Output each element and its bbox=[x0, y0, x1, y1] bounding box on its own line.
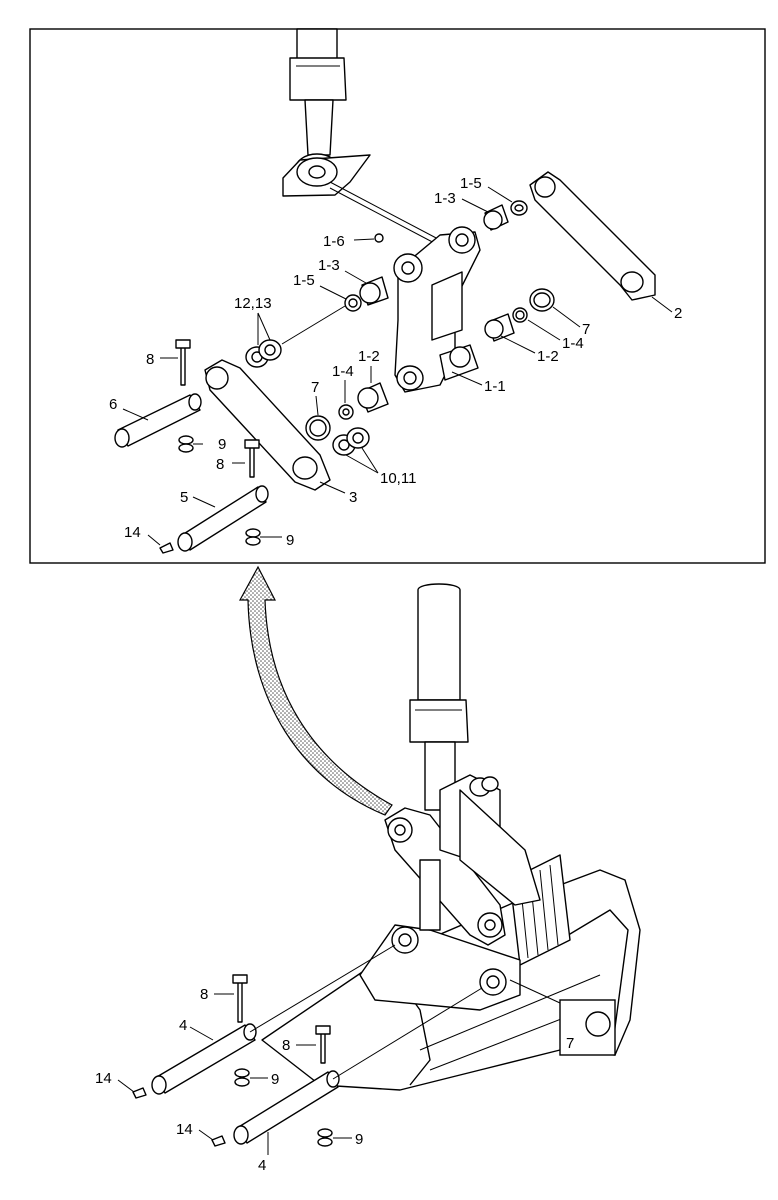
callout-1-5-lower: 1-5 bbox=[293, 272, 315, 289]
leader-lines-top bbox=[122, 186, 673, 546]
callout-1-5-upper: 1-5 bbox=[460, 175, 482, 192]
callout-9-upper: 9 bbox=[218, 436, 226, 453]
callout-14-middle: 14 bbox=[95, 1070, 112, 1087]
callout-7-upper: 7 bbox=[582, 321, 590, 338]
cylinder-rod-top bbox=[282, 28, 441, 247]
callout-5: 5 bbox=[180, 489, 188, 506]
callout-9-lower: 9 bbox=[286, 532, 294, 549]
pin-5 bbox=[159, 439, 269, 554]
pin-4-lower bbox=[211, 987, 483, 1147]
detail-frame bbox=[29, 28, 766, 564]
callout-8-bottom-upper: 8 bbox=[200, 986, 208, 1003]
leader-lines-bottom bbox=[117, 993, 352, 1155]
callout-2: 2 bbox=[674, 305, 682, 322]
link-3 bbox=[204, 359, 331, 491]
callout-9-bottom-lower: 9 bbox=[355, 1131, 363, 1148]
callout-14-upper: 14 bbox=[124, 524, 141, 541]
callout-1-2-left: 1-2 bbox=[358, 348, 380, 365]
callout-1-4-right: 1-4 bbox=[562, 335, 584, 352]
callout-8-middle: 8 bbox=[216, 456, 224, 473]
callout-1-3-upper: 1-3 bbox=[434, 190, 456, 207]
callout-6: 6 bbox=[109, 396, 117, 413]
callout-1-6: 1-6 bbox=[323, 233, 345, 250]
link-1-1 bbox=[393, 226, 481, 393]
callout-8-bottom-lower: 8 bbox=[282, 1037, 290, 1054]
callout-1-4-left: 1-4 bbox=[332, 363, 354, 380]
callouts-bottom: 8 4 8 14 9 7 14 4 9 bbox=[95, 986, 574, 1174]
pin-4-upper bbox=[132, 944, 396, 1099]
callout-9-bottom-upper: 9 bbox=[271, 1071, 279, 1088]
oring-detail-box bbox=[509, 979, 616, 1056]
callout-12-13: 12,13 bbox=[234, 295, 272, 312]
callout-3: 3 bbox=[349, 489, 357, 506]
callout-10-11: 10,11 bbox=[380, 470, 416, 487]
detail-arrow bbox=[238, 565, 393, 816]
callout-1-3-lower: 1-3 bbox=[318, 257, 340, 274]
callout-7-box: 7 bbox=[566, 1035, 574, 1052]
link-2 bbox=[529, 171, 656, 301]
callout-7-left: 7 bbox=[311, 379, 319, 396]
callout-1-1: 1-1 bbox=[484, 378, 506, 395]
pin-6 bbox=[114, 339, 202, 453]
cylinder-main bbox=[409, 583, 469, 811]
callout-8-upper: 8 bbox=[146, 351, 154, 368]
callout-1-2-right: 1-2 bbox=[537, 348, 559, 365]
link-assembly-main bbox=[384, 774, 541, 946]
callout-4-upper: 4 bbox=[179, 1017, 187, 1034]
callout-4-lower: 4 bbox=[258, 1157, 266, 1174]
callout-14-lower: 14 bbox=[176, 1121, 193, 1138]
bucket-body bbox=[261, 854, 641, 1091]
callouts-top: 1-5 1-3 1-6 1-3 1-5 12,13 2 7 1-4 1-2 1-… bbox=[109, 175, 682, 549]
